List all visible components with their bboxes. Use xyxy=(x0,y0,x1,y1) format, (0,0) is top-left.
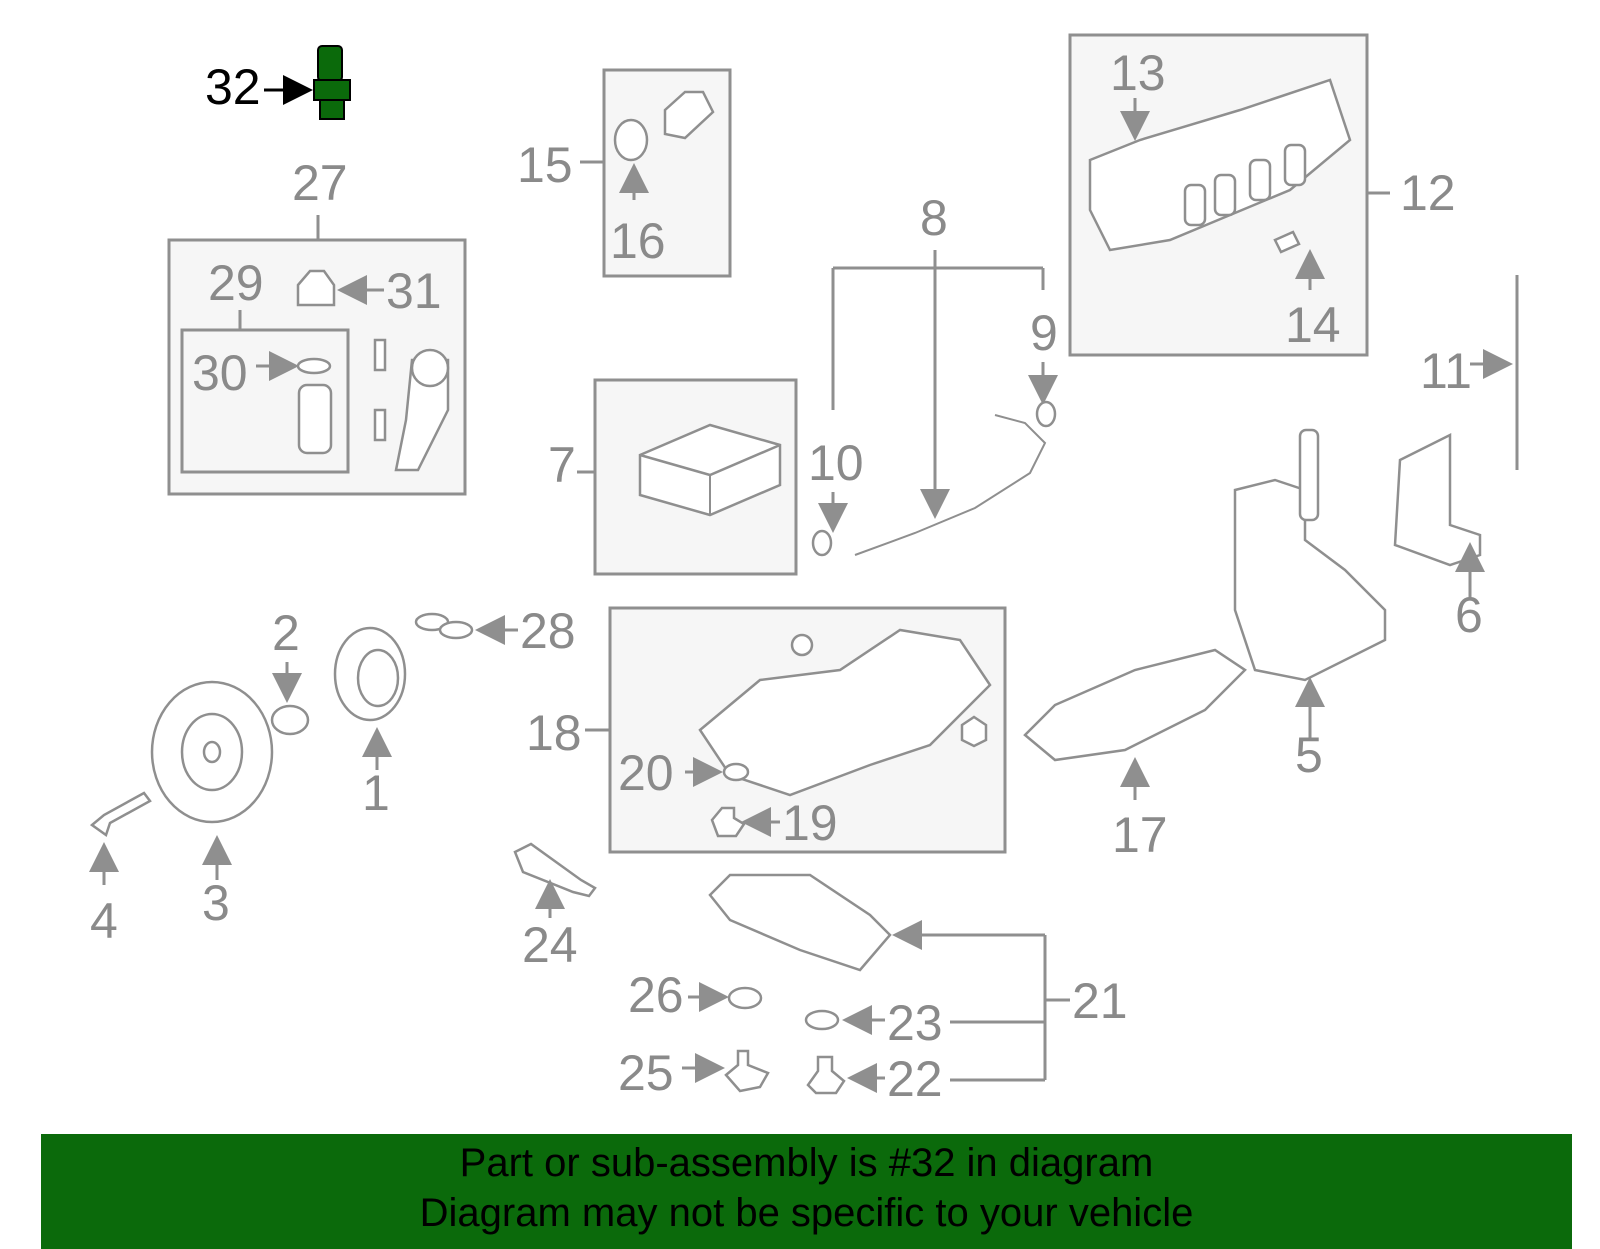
valve-cover-icon xyxy=(1088,78,1352,252)
callout-30: 30 xyxy=(192,345,248,401)
callout-11: 11 xyxy=(1420,343,1472,399)
baffle-icon xyxy=(1023,648,1247,762)
group-18: 18 20 19 xyxy=(526,606,1007,854)
callout-5: 5 xyxy=(1295,727,1323,783)
oil-cap-icon xyxy=(663,90,715,140)
callout-8: 8 xyxy=(920,190,948,246)
callout-13: 13 xyxy=(1110,45,1166,101)
breather-valve-icon xyxy=(313,45,351,120)
drain-plug-22-icon xyxy=(806,1055,846,1095)
lower-oil-pan-icon xyxy=(708,873,892,972)
group-7: 7 xyxy=(548,378,798,576)
group-11: 11 xyxy=(1420,275,1519,470)
group-17: 17 xyxy=(1023,648,1247,863)
group-1-4: 2 1 3 4 xyxy=(89,605,407,949)
oring-icon xyxy=(296,357,332,375)
callout-22: 22 xyxy=(887,1051,943,1107)
callout-21: 21 xyxy=(1072,973,1128,1029)
group-15: 15 16 xyxy=(517,68,732,278)
callout-26: 26 xyxy=(628,967,684,1023)
group-21: 21 26 23 25 22 xyxy=(618,873,1128,1107)
drain-plug-icon xyxy=(710,806,746,838)
bolt-icon xyxy=(1273,230,1301,254)
part-32[interactable]: 32 xyxy=(205,45,351,120)
group-27: 27 29 30 31 xyxy=(167,155,467,496)
callout-2: 2 xyxy=(272,605,300,661)
callout-12: 12 xyxy=(1400,165,1456,221)
callout-20: 20 xyxy=(618,745,674,801)
callout-10: 10 xyxy=(808,435,864,491)
callout-17: 17 xyxy=(1112,807,1168,863)
info-banner: Part or sub-assembly is #32 in diagram D… xyxy=(41,1134,1572,1249)
oil-filter-icon xyxy=(297,383,333,455)
group-12: 13 14 12 xyxy=(1068,33,1456,357)
bushing-icon xyxy=(270,704,310,736)
callout-24: 24 xyxy=(522,917,578,973)
callout-28: 28 xyxy=(520,603,576,659)
callout-3: 3 xyxy=(202,875,230,931)
callout-32: 32 xyxy=(205,59,261,115)
group-28: 28 xyxy=(414,603,576,659)
callout-6: 6 xyxy=(1455,587,1483,643)
washer-icon xyxy=(727,986,763,1010)
bracket-icon xyxy=(1393,432,1482,567)
callout-14: 14 xyxy=(1285,297,1341,353)
callout-15: 15 xyxy=(517,137,573,193)
callout-9: 9 xyxy=(1030,305,1058,361)
callout-25: 25 xyxy=(618,1045,674,1101)
banner-line-1: Part or sub-assembly is #32 in diagram xyxy=(459,1141,1154,1185)
sealant-tube-icon xyxy=(513,842,597,898)
filter-housing-icon xyxy=(394,358,450,472)
seal-ring-icon xyxy=(613,118,649,162)
callout-1: 1 xyxy=(362,765,390,821)
banner-line-2: Diagram may not be specific to your vehi… xyxy=(419,1191,1194,1235)
group-24: 24 xyxy=(513,842,597,973)
callout-29: 29 xyxy=(208,255,264,311)
callout-19: 19 xyxy=(782,795,838,851)
group-6: 6 xyxy=(1393,432,1485,643)
callout-27: 27 xyxy=(292,155,348,211)
filter-cap-icon xyxy=(296,269,336,307)
callout-4: 4 xyxy=(90,893,118,949)
callout-7: 7 xyxy=(548,437,576,493)
callout-16: 16 xyxy=(610,213,666,269)
sensor-icon xyxy=(724,1049,770,1093)
callout-31: 31 xyxy=(386,263,442,319)
group-5: 5 xyxy=(1233,428,1387,783)
crank-bolt-icon xyxy=(89,791,152,838)
callout-23: 23 xyxy=(887,995,943,1051)
upper-oil-pan-icon xyxy=(698,628,992,797)
callout-18: 18 xyxy=(526,705,582,761)
parts-diagram: 32 27 29 30 31 15 16 xyxy=(89,33,1519,1107)
group-8: 8 9 10 xyxy=(808,190,1058,557)
